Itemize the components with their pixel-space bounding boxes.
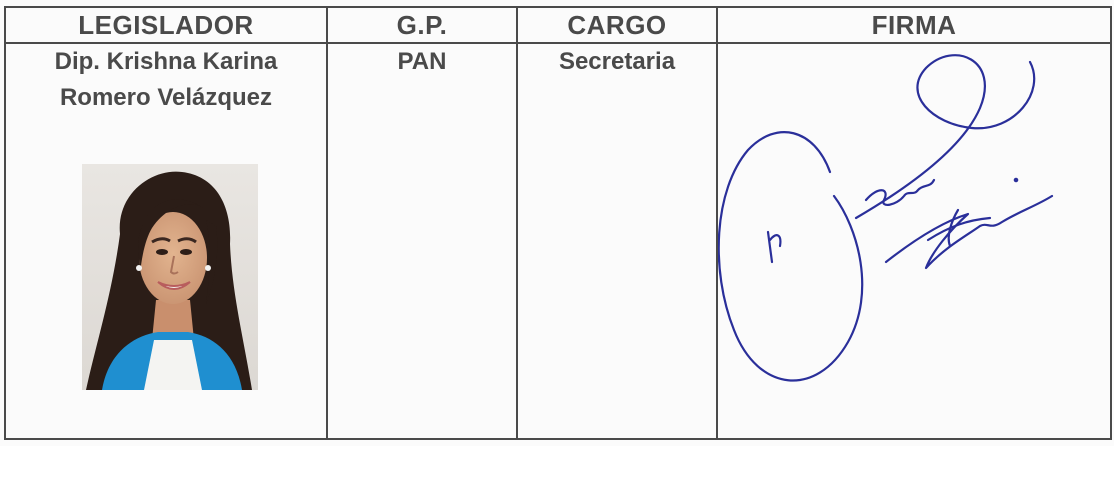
legislator-name-line-1: Dip. Krishna Karina	[54, 48, 278, 75]
table-header-row: LEGISLADOR G.P. CARGO FIRMA	[4, 6, 1112, 44]
party-value: PAN	[397, 48, 447, 75]
position-value: Secretaria	[558, 48, 676, 75]
cargo-cell: Secretaria	[516, 42, 718, 440]
legislador-cell: Dip. Krishna Karina Romero Velázquez	[4, 42, 328, 440]
firma-cell	[716, 42, 1112, 440]
handwritten-signature	[718, 54, 1054, 382]
portrait-photo	[82, 164, 258, 390]
legislator-name-line-2: Romero Velázquez	[59, 84, 273, 111]
header-legislador: LEGISLADOR	[4, 6, 328, 44]
header-firma: FIRMA	[716, 6, 1112, 44]
table-row: Dip. Krishna Karina Romero Velázquez	[4, 42, 1112, 440]
header-cargo: CARGO	[516, 6, 718, 44]
document-page: LEGISLADOR G.P. CARGO FIRMA Dip. Krishna…	[4, 6, 1112, 440]
signature-table: LEGISLADOR G.P. CARGO FIRMA Dip. Krishna…	[4, 6, 1112, 440]
header-gp: G.P.	[326, 6, 518, 44]
gp-cell: PAN	[326, 42, 518, 440]
